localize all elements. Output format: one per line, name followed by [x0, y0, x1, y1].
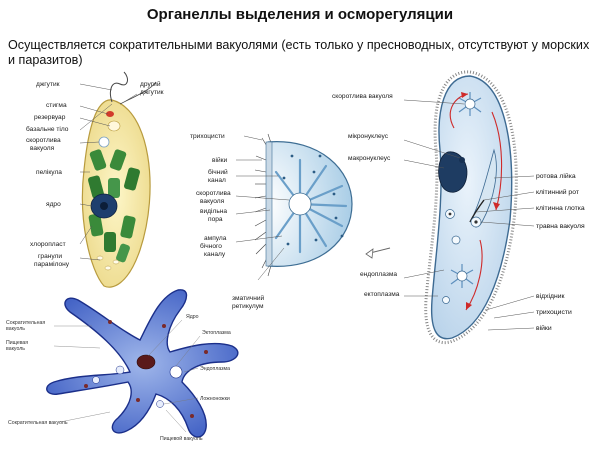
label-endoplasm: ендоплазма — [360, 271, 397, 278]
amoeba-leaders — [53, 319, 201, 433]
label-excretory-pore-2: пора — [208, 216, 223, 223]
euglena-figure: джгутик другий джгутик стигма резервуар … — [26, 71, 164, 288]
label-pm-trichocysts: трихоцисти — [536, 309, 572, 316]
label-second-flagellum-2: джгутик — [140, 89, 164, 96]
label-cilia: війки — [212, 156, 228, 164]
label-am-food-bottom: Пищевой вакуоль — [160, 435, 203, 442]
label-contractile-vacuole-1: скоротлива — [26, 137, 61, 144]
label-am-pseudopodia: Ложноножки — [200, 396, 230, 402]
label-contractile-vacuole-b: вакуоля — [200, 198, 225, 205]
amoeba-nucleus — [136, 354, 156, 370]
reservoir — [107, 120, 121, 132]
label-lateral-canal-1: бічний — [208, 168, 228, 176]
euglena-leaders — [79, 83, 138, 261]
label-excretory-pore-1: видільна — [200, 207, 227, 215]
label-cell-mouth: клітинний рот — [536, 188, 579, 196]
label-ampulla-1: ампула — [204, 235, 227, 242]
subtitle: Осуществляется сократительными вакуолями… — [8, 38, 590, 67]
paramecium-body — [430, 75, 513, 340]
label-reservoir: резервуар — [34, 114, 66, 121]
label-am-contractile-1: Сократительная — [6, 320, 45, 326]
amoeba-food-vacuole-3 — [156, 400, 164, 408]
label-oral-funnel: ротова лійка — [536, 172, 576, 180]
paramecium-leaders — [403, 99, 535, 331]
paramecium-labels: скоротлива вакуоля мікронуклеус макронук… — [332, 93, 585, 332]
amoeba-labels: Ядро Эктоплазма Сократительная вакуоль П… — [6, 314, 231, 442]
flagellum — [109, 71, 128, 103]
label-er-2: ретикулум — [232, 303, 264, 310]
paramecium-cilia — [424, 70, 518, 345]
label-lateral-canal-2: канал — [208, 177, 226, 184]
amoeba-granules — [84, 320, 208, 418]
label-macronucleus: макронуклеус — [348, 155, 391, 162]
detail-labels: трихоцисти війки бічний канал скоротлива… — [190, 133, 265, 310]
label-er-1: зматичний — [232, 294, 265, 302]
label-am-endoplasm: Эндоплазма — [200, 366, 230, 372]
euglena-labels: джгутик другий джгутик стигма резервуар … — [26, 80, 164, 268]
label-stigma: стигма — [46, 102, 67, 109]
label-am-ectoplasm: Эктоплазма — [202, 330, 231, 336]
label-pm-cilia: війки — [536, 324, 552, 332]
label-ampulla-2: бічного — [200, 242, 222, 250]
label-basal-body: базальне тіло — [26, 125, 69, 133]
label-trichocysts: трихоцисти — [190, 133, 225, 140]
vacuole-detail-figure: трихоцисти війки бічний канал скоротлива… — [190, 133, 391, 310]
central-vacuole — [288, 192, 312, 216]
contractile-vacuole — [98, 136, 110, 148]
label-paramylon-1: гранули — [38, 253, 62, 260]
contractile-vacuole-bottom — [450, 264, 474, 288]
page-title: Органеллы выделения и осморегуляции — [146, 6, 454, 23]
contractile-vacuole-top — [458, 92, 482, 116]
label-am-contractile-2: вакуоль — [6, 326, 25, 332]
cyclosis-arrowheads — [461, 92, 500, 310]
label-chloroplast: хлоропласт — [30, 241, 66, 248]
label-ectoplasm: ектоплазма — [364, 291, 400, 298]
paramylon-granules — [96, 255, 120, 271]
label-micronucleus: мікронуклеус — [348, 132, 389, 140]
gullet — [469, 199, 485, 223]
label-am-food-2: вакуоль — [6, 346, 25, 352]
label-anal-pore: відхідник — [536, 292, 565, 300]
paramecium-figure: скоротлива вакуоля мікронуклеус макронук… — [332, 70, 585, 345]
er-granules — [282, 154, 344, 246]
label-ampulla-3: каналу — [204, 251, 226, 258]
label-paramylon-2: парамілону — [34, 260, 70, 268]
label-flagellum: джгутик — [36, 81, 60, 88]
amoeba-food-vacuole-2 — [92, 376, 100, 384]
stigma — [106, 111, 114, 117]
label-contractile-vacuole-2: вакуоля — [30, 145, 55, 152]
label-am-nucleus: Ядро — [186, 314, 199, 320]
pellicle-strip — [265, 141, 273, 267]
amoeba-food-vacuole-1 — [115, 365, 125, 375]
label-cell-pharynx: клітинна глотка — [536, 204, 585, 212]
label-food-vacuole: травна вакуоля — [536, 223, 585, 230]
chloroplasts — [88, 149, 140, 263]
label-nucleus: ядро — [46, 201, 61, 208]
pointer-arrowhead — [365, 248, 374, 259]
amoeba-figure: Ядро Эктоплазма Сократительная вакуоль П… — [6, 289, 239, 442]
label-contractile-vacuole-a: скоротлива — [196, 190, 231, 197]
label-pellicle: пелікула — [36, 168, 62, 176]
label-second-flagellum-1: другий — [140, 80, 161, 88]
detail-leaders — [235, 135, 290, 281]
food-vacuoles — [442, 209, 482, 304]
label-am-food-1: Пищевая — [6, 340, 28, 346]
label-am-contractile-bottom: Сократительная вакуоль — [8, 420, 68, 426]
label-pm-contractile-vacuole: скоротлива вакуоля — [332, 93, 393, 100]
micronucleus — [459, 157, 465, 163]
amoeba-contractile-vacuole — [169, 365, 183, 379]
